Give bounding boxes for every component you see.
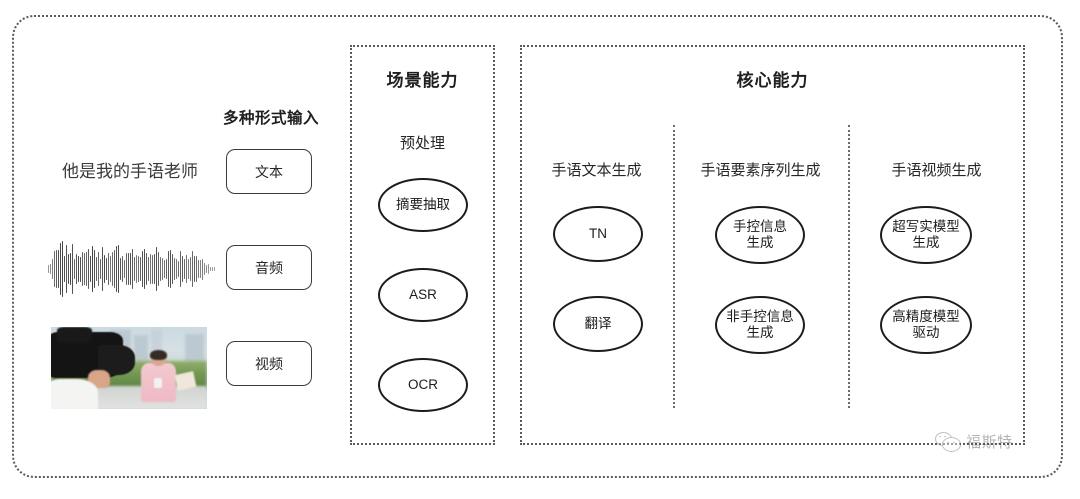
node-translation[interactable]: 翻译 <box>553 296 643 352</box>
watermark: 福斯特 <box>935 431 1013 452</box>
wechat-icon <box>935 431 961 452</box>
node-asr[interactable]: ASR <box>378 268 468 322</box>
core-column-divider-1 <box>673 125 675 408</box>
video-thumbnail-icon <box>51 327 207 409</box>
scene-capability-title: 场景能力 <box>386 71 459 90</box>
input-modality-audio[interactable]: 音频 <box>226 245 312 290</box>
core-capability-title: 核心能力 <box>736 71 809 90</box>
outer-frame <box>12 15 1063 478</box>
node-tn[interactable]: TN <box>553 206 643 262</box>
core-capability-panel <box>520 45 1025 445</box>
input-section-heading: 多种形式输入 <box>222 110 319 127</box>
scene-group-label-preprocess: 预处理 <box>399 135 445 152</box>
core-column-label-video-generation: 手语视频生成 <box>891 162 982 179</box>
scene-capability-panel <box>350 45 495 445</box>
core-column-label-text-generation: 手语文本生成 <box>551 162 642 179</box>
node-manual-signal-generation[interactable]: 手控信息 生成 <box>715 206 805 264</box>
sample-text: 他是我的手语老师 <box>62 162 198 181</box>
node-hyper-realistic-model-generation[interactable]: 超写实模型 生成 <box>880 206 972 264</box>
audio-waveform-icon <box>47 238 215 300</box>
input-modality-video[interactable]: 视频 <box>226 341 312 386</box>
node-ocr[interactable]: OCR <box>378 358 468 412</box>
node-high-precision-model-driving[interactable]: 高精度模型 驱动 <box>880 296 972 354</box>
watermark-label: 福斯特 <box>966 434 1013 451</box>
input-modality-text[interactable]: 文本 <box>226 149 312 194</box>
core-column-divider-2 <box>848 125 850 408</box>
node-abstract-extraction[interactable]: 摘要抽取 <box>378 178 468 232</box>
core-column-label-element-sequence: 手语要素序列生成 <box>700 162 821 179</box>
node-non-manual-signal-generation[interactable]: 非手控信息 生成 <box>715 296 805 354</box>
